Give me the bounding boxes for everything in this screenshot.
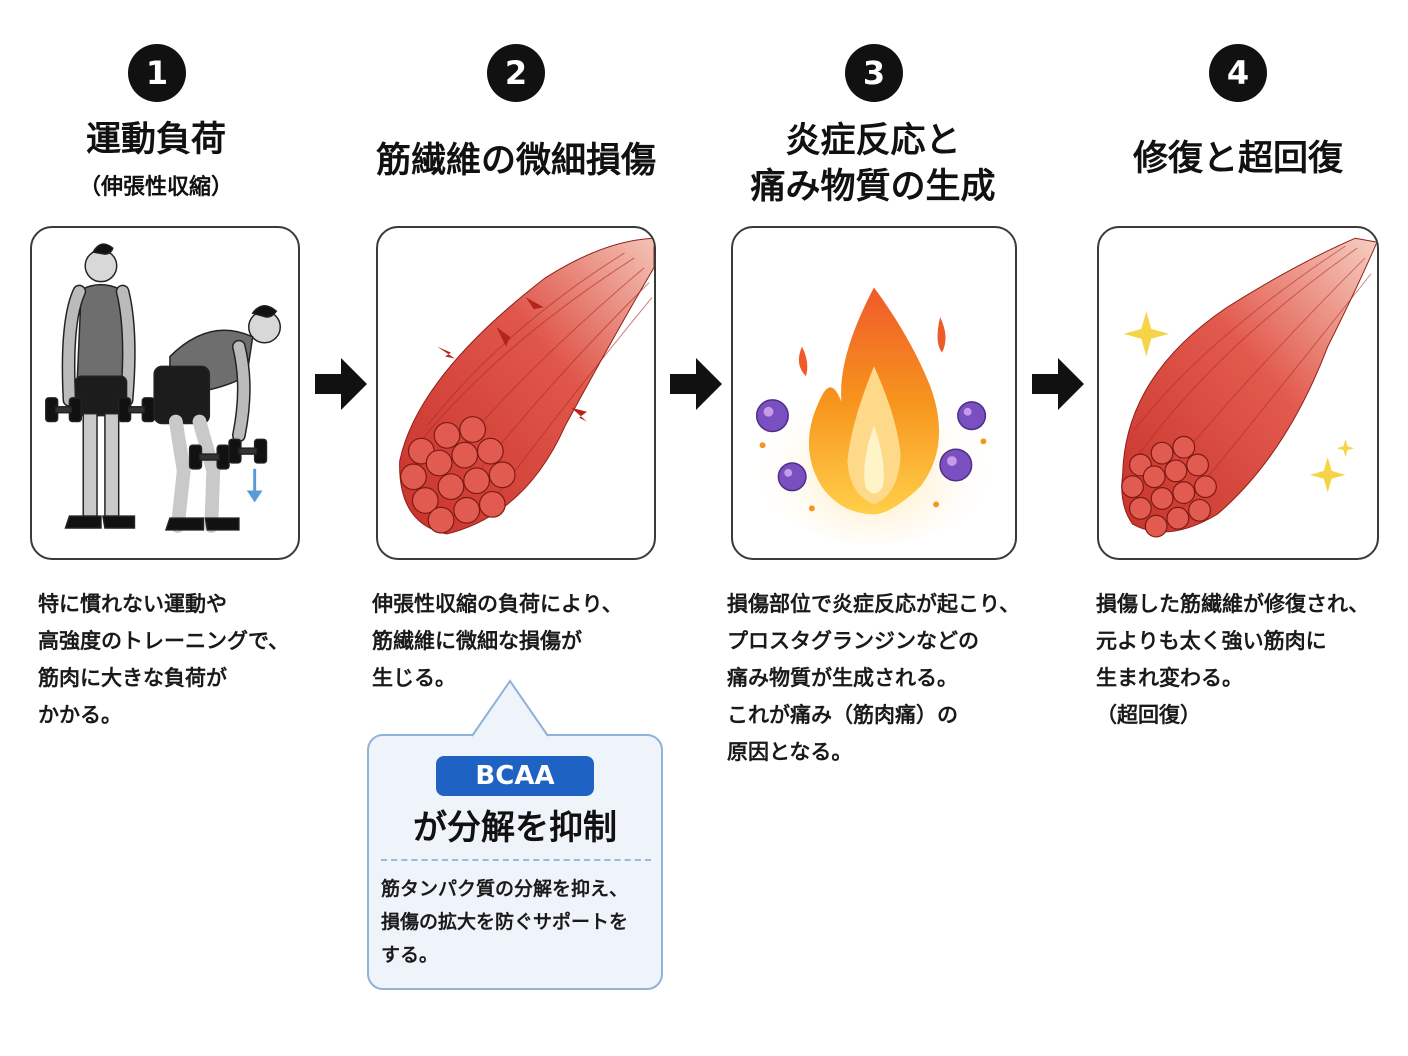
step-3-title: 炎症反応と 痛み物質の生成 [720,118,1026,210]
step-3-description-line: プロスタグランジンなどの [727,629,979,653]
step-1-description: 特に慣れない運動や 高強度のトレーニングで、 筋肉に大きな負荷が かかる。 [38,586,289,734]
virus-icon [755,399,987,492]
arrow-right-icon [315,358,367,410]
bent-over-figure [153,305,282,533]
step-2-illustration-panel [376,226,656,560]
step-4-number: 4 [1209,44,1267,102]
fiber-cross-section [400,416,516,534]
step-3-description-line: 損傷部位で炎症反応が起こり、 [727,592,1021,616]
callout-pointer [471,679,549,737]
step-3-title-line: 痛み物質の生成 [750,167,996,207]
callout-headline: が分解を抑制 [413,808,617,848]
step-4-description-line: 元よりも太く強い筋肉に [1096,629,1327,653]
step-1-description-line: 筋肉に大きな負荷が [38,666,227,690]
step-4-description-line: （超回復） [1096,703,1201,727]
step-4-illustration-panel [1097,226,1379,560]
step-3-title-line: 炎症反応と [785,121,961,161]
step-1-illustration-panel [30,226,300,560]
step-3-number: 3 [845,44,903,102]
step-4-description-line: 損傷した筋繊維が修復され、 [1096,592,1370,616]
repaired-muscle-illustration [1121,237,1377,538]
sparkle-icon [1123,311,1355,493]
step-2-description-line: 生じる。 [372,666,456,690]
step-3-description: 損傷部位で炎症反応が起こり、 プロスタグランジンなどの 痛み物質が生成される。 … [727,586,1020,771]
step-3-description-line: これが痛み（筋肉痛）の [727,703,958,727]
step-2-description-line: 筋繊維に微細な損傷が [372,629,582,653]
step-1-subtitle: （伸張性収縮） [78,175,233,200]
step-1-title: 運動負荷 [85,120,226,160]
damaged-muscle-illustration [399,237,654,535]
callout-body-line: 損傷の拡大を防ぐサポートを [381,911,629,933]
step-2-description: 伸張性収縮の負荷により、 筋繊維に微細な損傷が 生じる。 [372,586,623,697]
step-3-description-line: 痛み物質が生成される。 [727,666,958,690]
step-4-description: 損傷した筋繊維が修復され、 元よりも太く強い筋肉に 生まれ変わる。 （超回復） [1096,586,1369,734]
step-2-title: 筋繊維の微細損傷 [375,141,656,181]
arrow-right-icon [1032,358,1084,410]
step-1-description-line: かかる。 [38,703,122,727]
callout-body-line: 筋タンパク質の分解を抑え、 [381,878,629,900]
callout-divider [381,859,651,861]
standing-figure [45,243,155,529]
inflammation-illustration [745,287,1003,544]
fiber-cross-section [1121,435,1217,538]
step-3-illustration-panel [731,226,1017,560]
callout-body: 筋タンパク質の分解を抑え、 損傷の拡大を防ぐサポートを する。 [381,873,628,972]
step-2-description-line: 伸張性収縮の負荷により、 [372,592,623,616]
down-arrow-icon [246,468,263,503]
step-3-description-line: 原因となる。 [727,740,853,764]
arrow-right-icon [670,358,722,410]
bcaa-badge: BCAA [436,756,594,796]
callout-body-line: する。 [381,944,439,966]
step-4-description-line: 生まれ変わる。 [1096,666,1243,690]
step-1-number: 1 [128,44,186,102]
step-1-description-line: 特に慣れない運動や [38,592,227,616]
step-2-number: 2 [487,44,545,102]
exercise-illustration [45,243,282,533]
step-4-title: 修復と超回復 [1132,139,1343,179]
step-1-description-line: 高強度のトレーニングで、 [38,629,290,653]
